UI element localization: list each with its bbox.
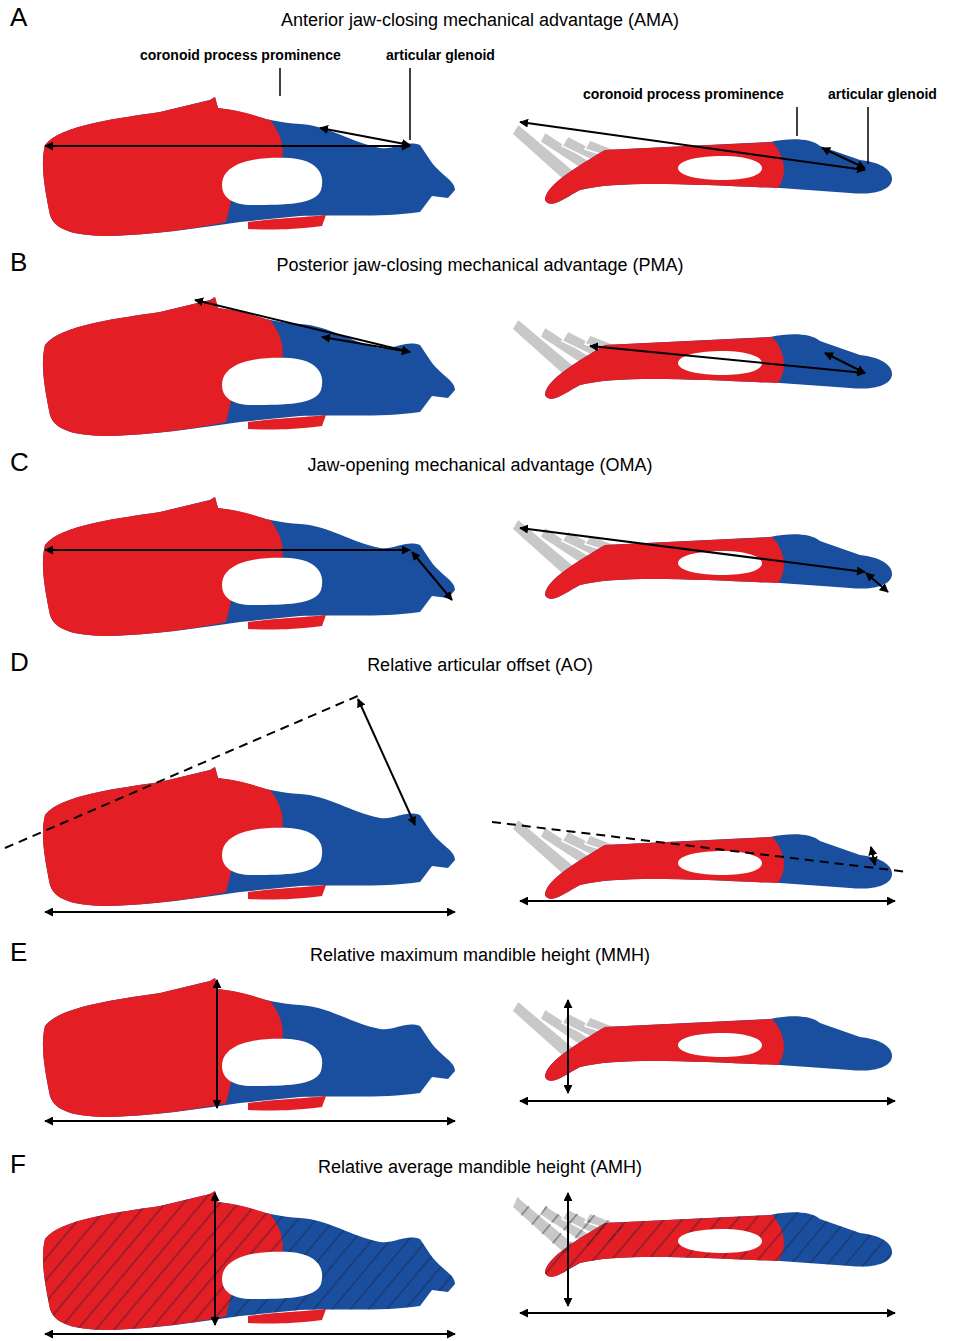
part-label: articular glenoid [386, 47, 495, 63]
mandible-figure [43, 497, 455, 636]
panel-title: Jaw-opening mechanical advantage (OMA) [307, 455, 652, 476]
panel-title: Anterior jaw-closing mechanical advantag… [281, 10, 679, 31]
panel-title: Relative maximum mandible height (MMH) [310, 945, 650, 966]
measurement-arrow [567, 1000, 569, 1093]
mandible-figure [43, 97, 455, 236]
measurement-arrow [214, 1193, 216, 1325]
leader-line [279, 68, 281, 96]
measurement-arrow [520, 528, 865, 572]
measurement-arrow [590, 346, 865, 373]
mandible-figure [43, 297, 455, 436]
panel-title: Posterior jaw-closing mechanical advanta… [276, 255, 683, 276]
mandible-figure [43, 978, 455, 1117]
part-label: coronoid process prominence [140, 47, 341, 63]
leader-line [409, 68, 411, 140]
reference-line [5, 695, 360, 848]
panel-letter: F [10, 1150, 26, 1180]
panel-letter: A [10, 3, 27, 33]
panel-title: Relative articular offset (AO) [367, 655, 593, 676]
part-label: coronoid process prominence [583, 86, 784, 102]
measurement-arrow [567, 1193, 569, 1306]
measurement-arrow [195, 300, 410, 352]
measurement-arrow [45, 549, 410, 551]
panel-title: Relative average mandible height (AMH) [318, 1157, 642, 1178]
measurement-arrow [358, 699, 415, 825]
measurement-arrow [520, 1312, 895, 1314]
panel-letter: C [10, 448, 29, 478]
measurement-arrow [520, 1100, 895, 1102]
measurement-arrow [412, 552, 452, 600]
measurement-arrow [520, 122, 865, 170]
leader-line [796, 107, 798, 136]
measurement-arrow [216, 980, 218, 1108]
reference-line [492, 822, 908, 872]
mandible-figure [43, 767, 455, 906]
mandible-figure [512, 1197, 892, 1277]
measurement-arrow [45, 145, 410, 147]
panel-letter: D [10, 648, 29, 678]
measurement-arrow [45, 911, 455, 913]
measurement-arrow [520, 900, 895, 902]
panel-letter: B [10, 248, 27, 278]
leader-line [867, 107, 869, 164]
measurement-arrow [866, 573, 888, 592]
panel-letter: E [10, 938, 27, 968]
mandible-figure [512, 1001, 892, 1081]
measurement-arrow [320, 128, 410, 145]
measurement-arrow [871, 847, 875, 865]
measurement-arrow [822, 148, 865, 168]
measurement-arrow [322, 337, 410, 352]
mandible-figure [512, 124, 892, 204]
part-label: articular glenoid [828, 86, 937, 102]
mandible-figure [43, 1191, 455, 1330]
measurement-arrow [45, 1120, 455, 1122]
measurement-arrow [45, 1333, 455, 1335]
mandible-figure [512, 519, 892, 599]
measurement-arrow [825, 353, 865, 373]
mandible-figure [512, 319, 892, 399]
